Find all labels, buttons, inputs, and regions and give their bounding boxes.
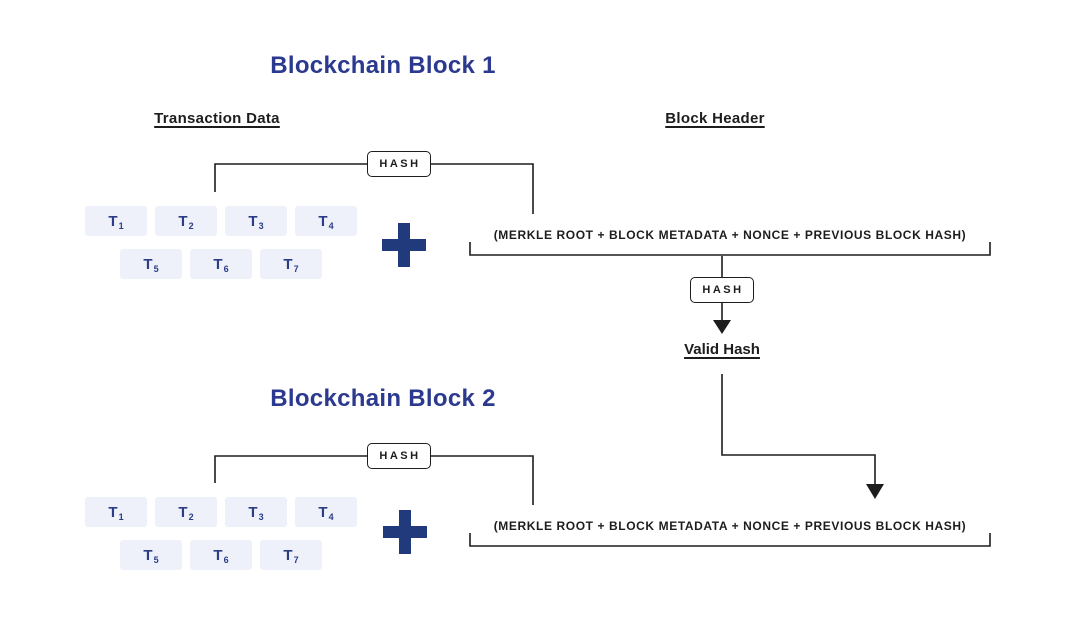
block2-title: Blockchain Block 2 <box>270 385 496 412</box>
block1-hash-left-connector <box>214 163 367 192</box>
tx-sub: 7 <box>293 554 299 565</box>
block1-header-formula: (MERKLE ROOT + BLOCK METADATA + NONCE + … <box>493 228 967 242</box>
tx-label: T <box>283 546 293 564</box>
block2-hash-right-connector <box>431 455 534 505</box>
validhash-to-block2-arrow-line <box>721 374 876 486</box>
block1-hash-right-connector <box>431 163 534 214</box>
tx-label: T <box>213 546 223 564</box>
block1-header-bracket <box>469 242 991 256</box>
tx-sub: 1 <box>118 511 124 522</box>
tx-sub: 6 <box>223 554 229 565</box>
tx-label: T <box>283 255 293 273</box>
tx-label: T <box>318 212 328 230</box>
tx-sub: 2 <box>188 511 194 522</box>
tx-label: T <box>213 255 223 273</box>
tx-sub: 4 <box>328 511 334 522</box>
block2-header-formula: (MERKLE ROOT + BLOCK METADATA + NONCE + … <box>493 519 967 533</box>
block1-hash-box: HASH <box>367 151 431 177</box>
transaction-data-label: Transaction Data <box>154 110 280 127</box>
tx-label: T <box>318 503 328 521</box>
tx-sub: 4 <box>328 220 334 231</box>
tx-label: T <box>248 212 258 230</box>
block2-hash-box: HASH <box>367 443 431 469</box>
tx-sub: 3 <box>258 511 264 522</box>
validhash-to-block2-arrowhead <box>866 484 884 499</box>
tx-label: T <box>108 212 118 230</box>
tx-sub: 3 <box>258 220 264 231</box>
hash-to-validhash-arrowhead <box>713 320 731 334</box>
tx-label: T <box>143 255 153 273</box>
tx-label: T <box>178 503 188 521</box>
valid-hash-label: Valid Hash <box>684 341 760 358</box>
tx-label: T <box>143 546 153 564</box>
plus-icon <box>383 510 427 554</box>
block1-title: Blockchain Block 1 <box>270 52 496 79</box>
tx-label: T <box>178 212 188 230</box>
tx-label: T <box>248 503 258 521</box>
tx-sub: 5 <box>153 263 159 274</box>
tx-sub: 6 <box>223 263 229 274</box>
tx-sub: 1 <box>118 220 124 231</box>
block1-merkle-hash-box: HASH <box>690 277 754 303</box>
block2-header-bracket <box>469 533 991 547</box>
plus-icon <box>382 223 426 267</box>
tx-sub: 2 <box>188 220 194 231</box>
tx-sub: 7 <box>293 263 299 274</box>
tx-sub: 5 <box>153 554 159 565</box>
block2-hash-left-connector <box>214 455 367 483</box>
tx-label: T <box>108 503 118 521</box>
block-header-label: Block Header <box>665 110 765 127</box>
